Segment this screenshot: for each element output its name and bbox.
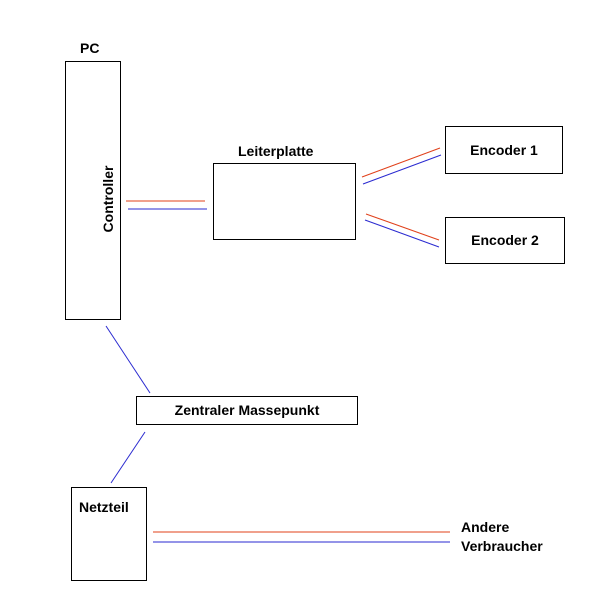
- encoder2-label: Encoder 2: [471, 232, 539, 248]
- wire-red-leiterplatte-encoder1: [361, 147, 441, 178]
- encoder1-box: Encoder 1: [445, 126, 563, 174]
- masse-box: Zentraler Massepunkt: [136, 396, 358, 425]
- wire-blue-leiterplatte-encoder1: [362, 154, 442, 185]
- netzteil-box: Netzteil: [71, 487, 147, 581]
- leiterplatte-label: Leiterplatte: [238, 143, 314, 159]
- wire-red-leiterplatte-encoder2: [365, 213, 440, 241]
- pc-label: PC: [80, 40, 100, 56]
- verbraucher-label: Verbraucher: [461, 538, 543, 554]
- controller-label: Controller: [100, 165, 116, 233]
- andere-label: Andere: [461, 519, 510, 535]
- encoder2-box: Encoder 2: [445, 217, 565, 264]
- wire-blue-leiterplatte-encoder2: [364, 219, 440, 248]
- wire-ground-masse-netzteil: [110, 431, 146, 484]
- netzteil-label: Netzteil: [79, 499, 129, 515]
- controller-box: [65, 61, 121, 320]
- leiterplatte-box: [213, 163, 356, 240]
- wire-ground-controller-masse: [105, 325, 151, 394]
- masse-label: Zentraler Massepunkt: [174, 402, 320, 418]
- encoder1-label: Encoder 1: [470, 141, 538, 158]
